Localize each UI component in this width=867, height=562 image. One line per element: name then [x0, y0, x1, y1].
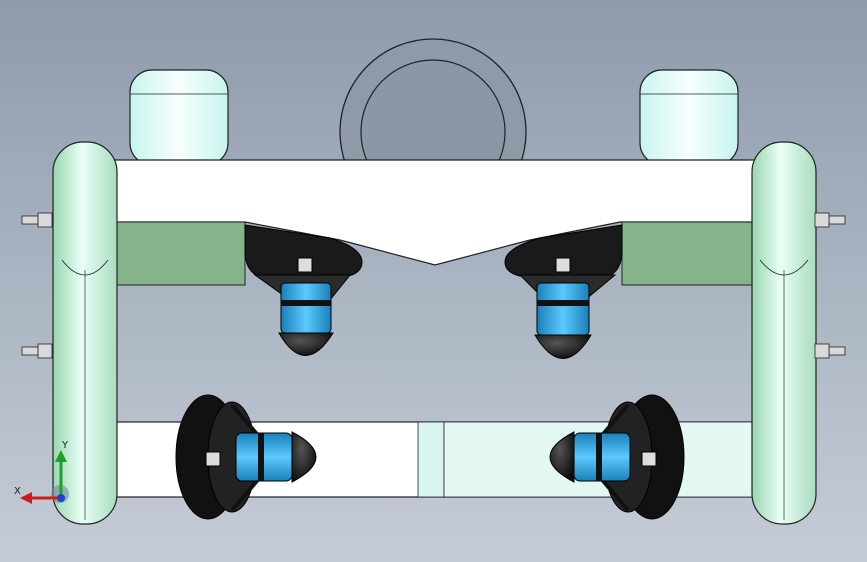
top-tank-left	[129, 69, 229, 166]
y-axis-label: Y	[62, 440, 69, 451]
bolts	[21, 212, 846, 359]
z-axis-dot	[57, 494, 65, 502]
horizontal-thruster-right	[549, 394, 685, 520]
top-tank-right	[639, 69, 739, 166]
bracket-right	[621, 221, 758, 286]
horizontal-thruster-left	[175, 394, 317, 520]
vertical-thruster-right	[504, 224, 623, 359]
bracket-left	[114, 221, 246, 286]
vertical-thruster-left	[244, 224, 363, 356]
side-float-left	[52, 141, 118, 525]
x-axis-label: X	[14, 486, 21, 497]
coordinate-triad[interactable]: Y X	[14, 440, 74, 510]
side-float-right	[751, 141, 817, 525]
